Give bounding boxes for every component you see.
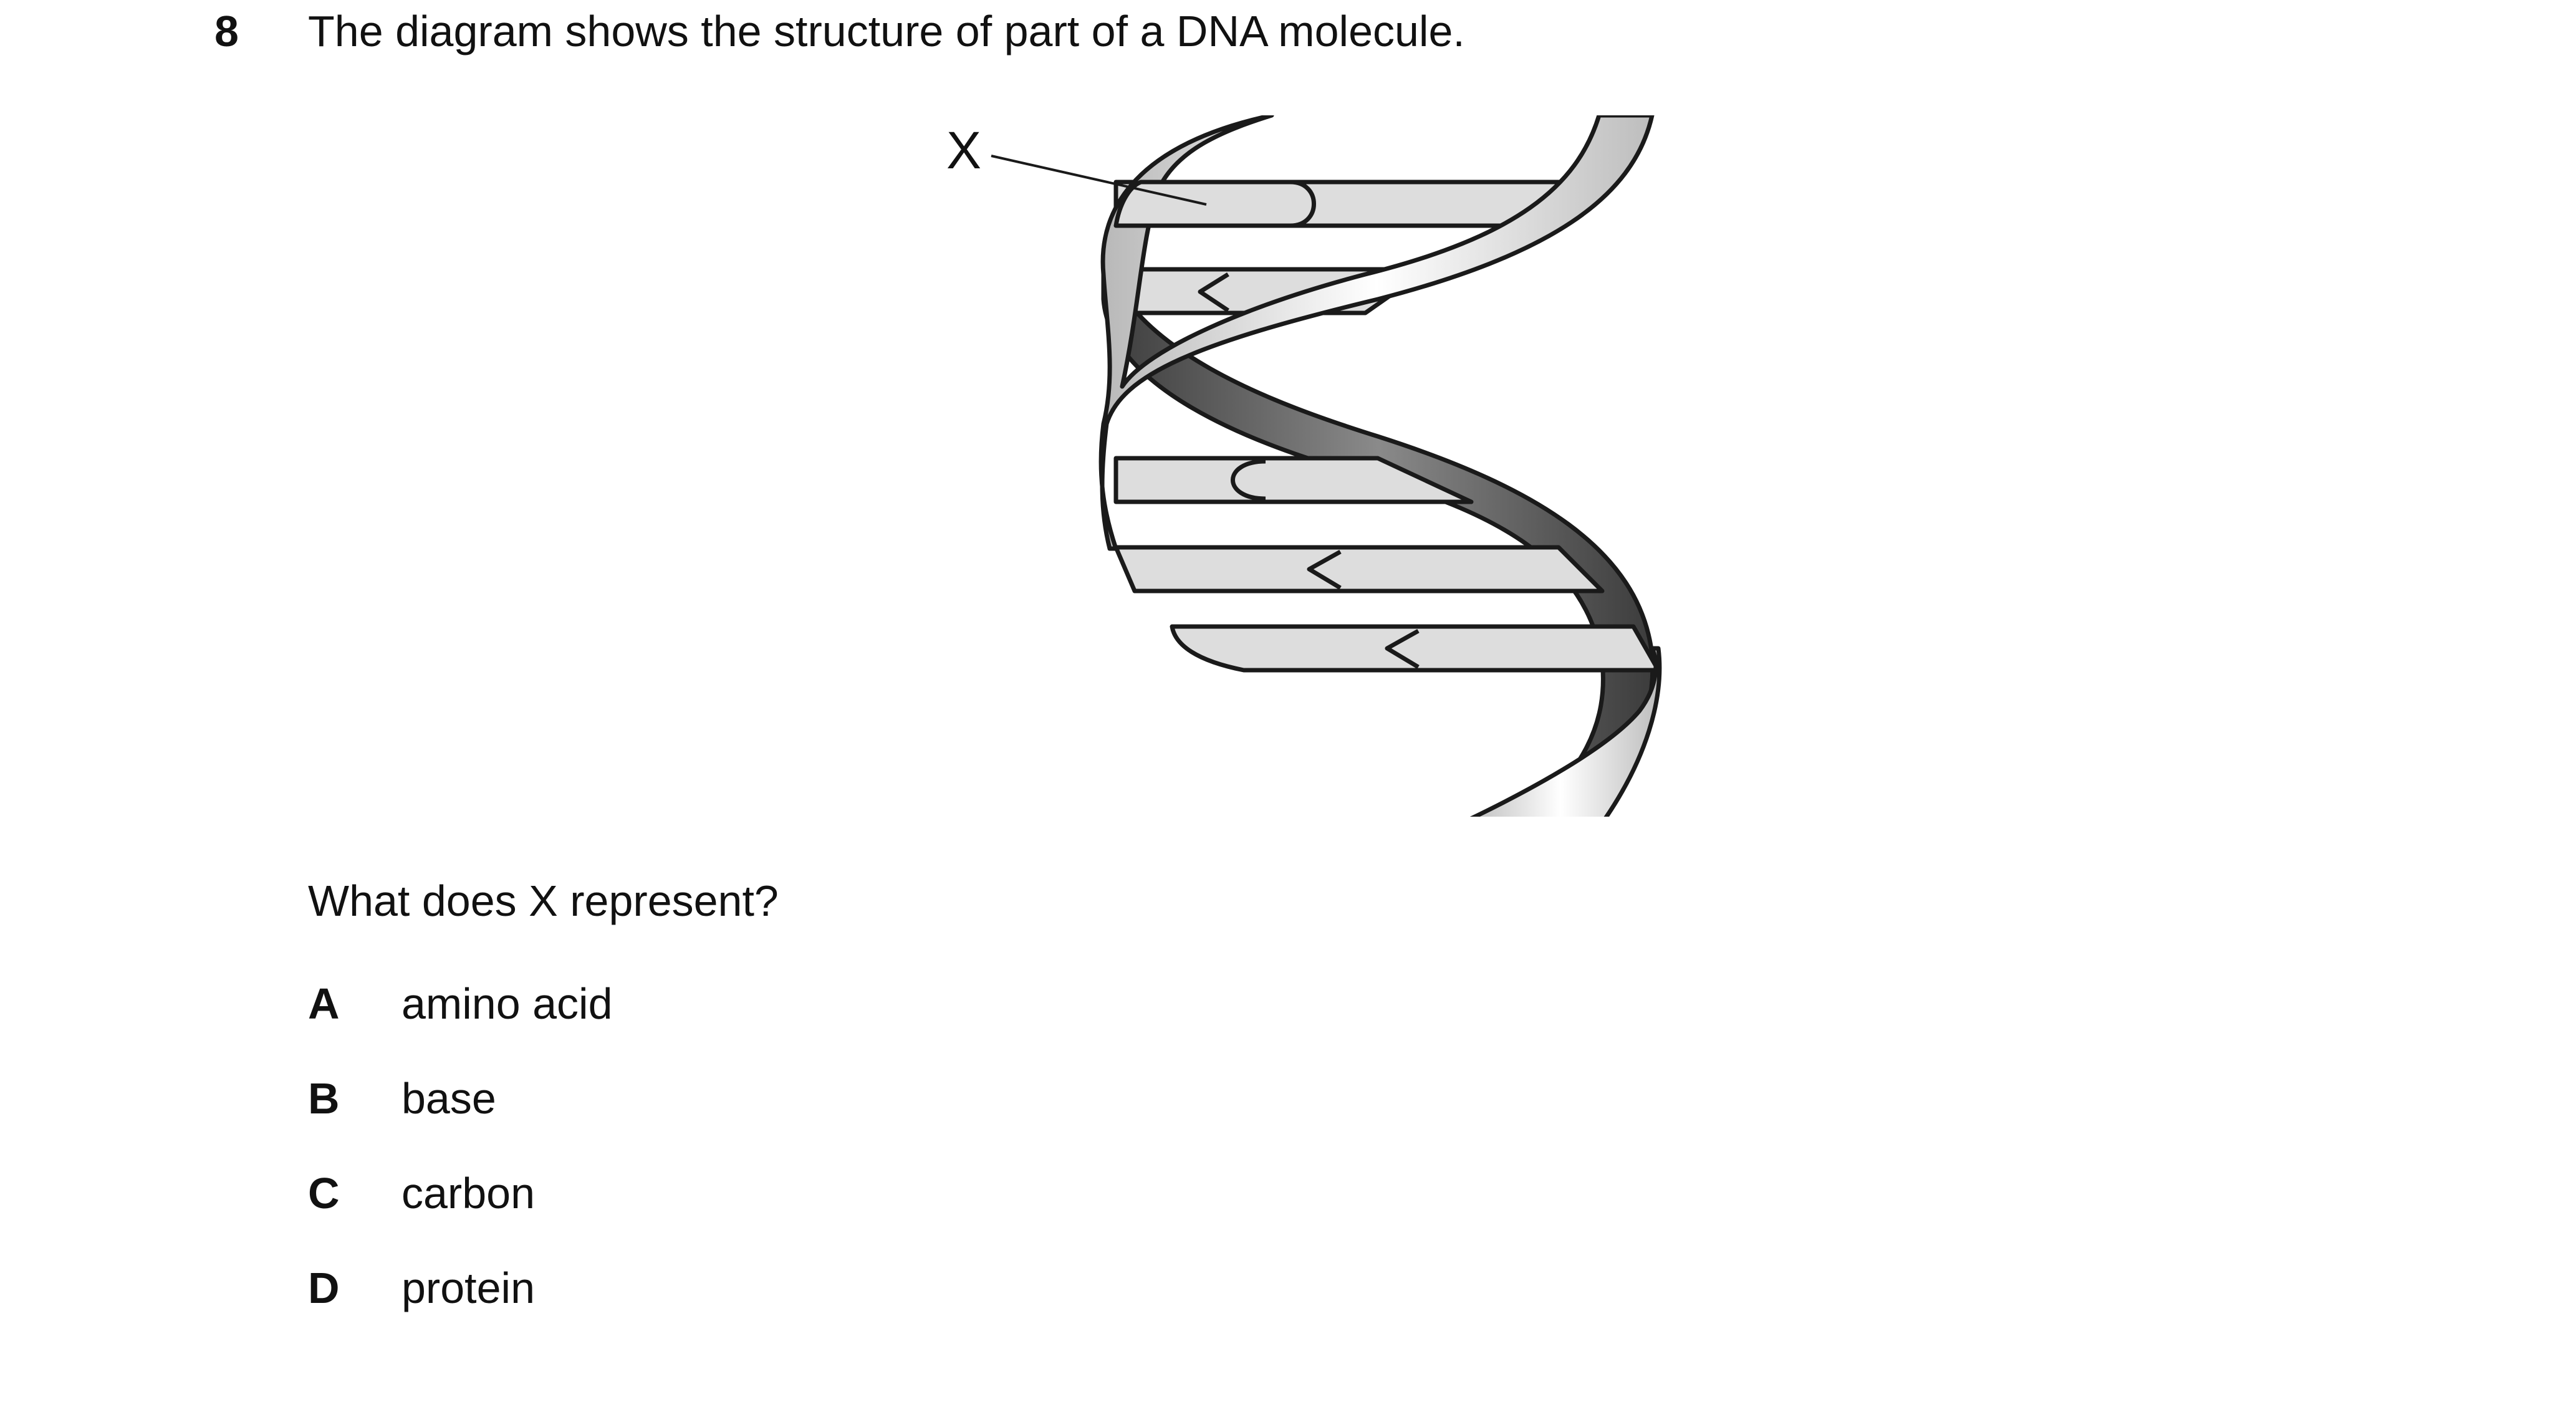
base-rung-4 <box>1113 456 1474 504</box>
base-curve-4 <box>1231 459 1266 501</box>
option-text: carbon <box>401 1169 536 1218</box>
base-rung-5 <box>1113 545 1605 593</box>
option-text: amino acid <box>401 979 613 1028</box>
question-prompt: What does X represent? <box>308 877 779 925</box>
x-label: X <box>946 121 981 180</box>
base-notch-5 <box>1307 549 1342 590</box>
option-letter: C <box>308 1169 340 1218</box>
dark-backbone-strand <box>1101 247 1655 817</box>
base-rung-1-end <box>1113 180 1316 228</box>
question-stem: The diagram shows the structure of part … <box>308 7 1465 55</box>
base-notch-6 <box>1385 628 1420 670</box>
light-backbone-lower <box>1469 646 1662 817</box>
question-number: 8 <box>214 7 239 55</box>
option-text: base <box>401 1074 496 1123</box>
option-letter: A <box>308 979 340 1028</box>
option-text: protein <box>401 1264 536 1312</box>
option-letter: D <box>308 1264 340 1312</box>
light-backbone-strand <box>1098 115 1655 551</box>
dna-diagram: X <box>946 115 1662 817</box>
base-rung-6 <box>1170 624 1661 673</box>
x-pointer-line <box>991 155 1207 206</box>
base-notch-2 <box>1198 272 1229 312</box>
option-letter: B <box>308 1074 340 1123</box>
